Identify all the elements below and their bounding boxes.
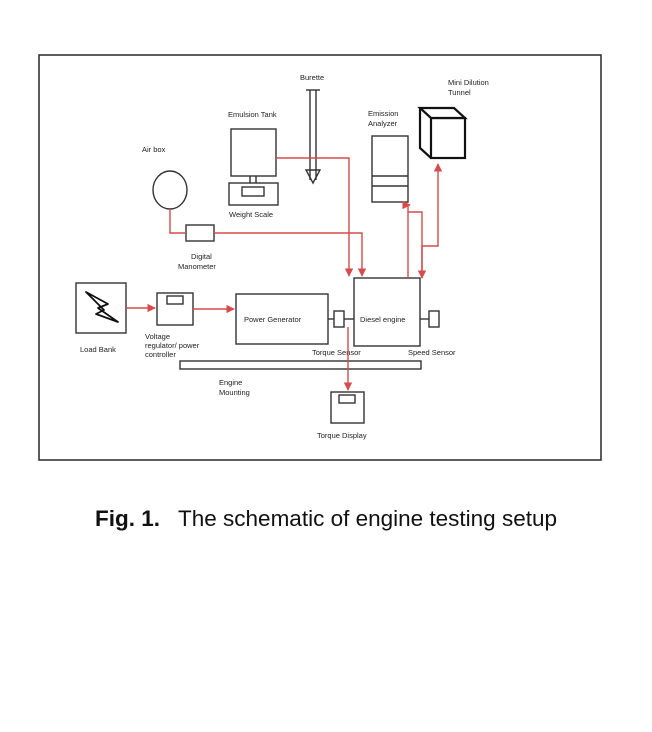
fuel-line [276, 157, 354, 277]
air-box [152, 170, 188, 210]
weight-scale [228, 182, 279, 206]
flow-lines [126, 157, 443, 391]
digital-manometer [185, 224, 215, 242]
air-box-label: Air box [142, 145, 166, 154]
emission-analyzer-label: Emission Analyzer [368, 109, 401, 128]
diagram-frame [38, 54, 602, 461]
engine-mounting [179, 360, 422, 370]
burette-label: Burette [300, 73, 324, 82]
torque-display-label: Torque Display [317, 431, 367, 440]
emulsion-tank-label: Emulsion Tank [228, 110, 277, 119]
emission-analyzer [371, 135, 409, 203]
mini-dilution-tunnel [417, 106, 468, 160]
power-generator-label: Power Generator [244, 315, 302, 324]
speed-sensor [428, 310, 440, 328]
engine-mounting-label: Engine Mounting [219, 378, 250, 397]
figure-number: Fig. 1. [95, 506, 161, 531]
figure-caption-text: The schematic of engine testing setup [178, 506, 557, 531]
digital-manometer-label: Digital Manometer [178, 252, 216, 271]
air-line [214, 232, 367, 277]
diesel-engine [353, 277, 421, 347]
airbox-line [169, 209, 186, 234]
engine-test-schematic: Burette Mini Dilution Tunnel Emulsion Ta… [38, 54, 602, 461]
exhaust-to-analyzer [402, 200, 411, 278]
exhaust-to-tunnel [421, 163, 443, 278]
emulsion-tank [230, 128, 277, 183]
voltage-regulator [156, 292, 194, 326]
torque-display [330, 391, 365, 424]
mini-dilution-tunnel-label: Mini Dilution Tunnel [448, 78, 491, 97]
burette [304, 89, 322, 185]
torque-sensor-label: Torque Sensor [312, 348, 361, 357]
diesel-engine-label: Diesel engine [360, 315, 405, 324]
load-bank [75, 282, 127, 334]
load-bank-label: Load Bank [80, 345, 116, 354]
speed-sensor-label: Speed Sensor [408, 348, 456, 357]
torque-sensor [333, 310, 345, 328]
figure-caption: Fig. 1. The schematic of engine testing s… [0, 506, 652, 532]
weight-scale-label: Weight Scale [229, 210, 273, 219]
voltage-regulator-label: Voltage regulator/ power controller [145, 332, 201, 359]
